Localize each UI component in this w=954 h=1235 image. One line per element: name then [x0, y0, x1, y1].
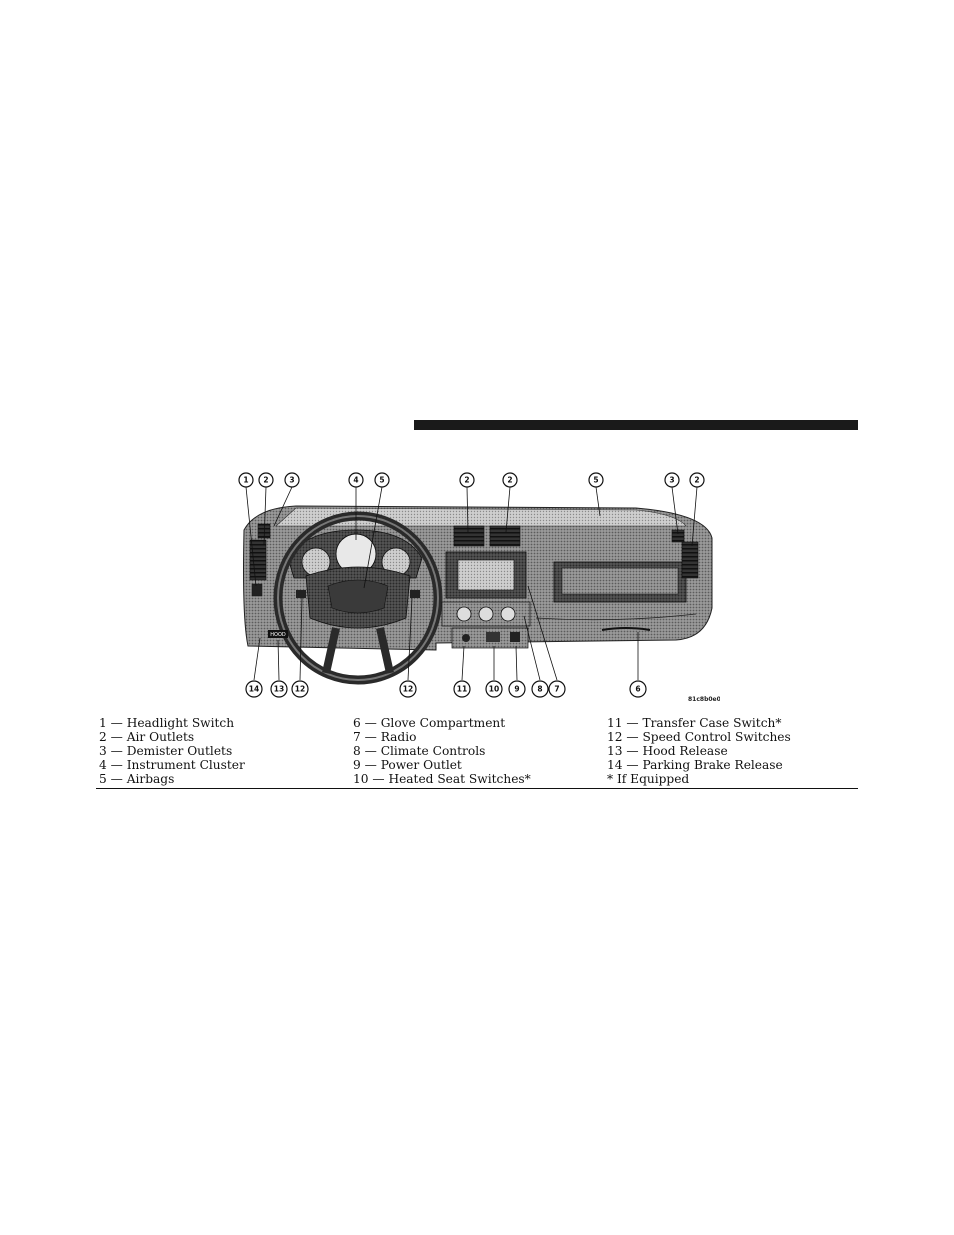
- leader-lines: [245, 486, 698, 681]
- climate-controls: [441, 601, 531, 627]
- legend-item: 14 — Parking Brake Release: [607, 758, 783, 772]
- svg-text:13: 13: [274, 685, 284, 694]
- legend-item: 13 — Hood Release: [607, 744, 728, 758]
- center-air-outlet-right: [489, 525, 521, 547]
- callout-top-3: 3: [284, 472, 300, 488]
- callout-top-6: 2: [459, 472, 475, 488]
- svg-text:2: 2: [464, 476, 469, 485]
- hood-label: HOOD: [270, 632, 286, 638]
- legend-item: 6 — Glove Compartment: [353, 716, 506, 730]
- callout-bottom-7: 9: [508, 680, 526, 698]
- svg-text:3: 3: [289, 476, 294, 485]
- svg-text:14: 14: [249, 685, 259, 694]
- svg-text:9: 9: [514, 685, 519, 694]
- callout-bottom-6: 10: [485, 680, 503, 698]
- svg-text:2: 2: [507, 476, 512, 485]
- callout-bottom-5: 11: [453, 680, 471, 698]
- callout-bottom-8: 8: [531, 680, 549, 698]
- right-air-outlet: [681, 541, 699, 579]
- legend-item: 5 — Airbags: [99, 772, 175, 786]
- legend-column-1: 1 — Headlight Switch 2 — Air Outlets 3 —…: [99, 716, 245, 786]
- svg-text:5: 5: [379, 476, 384, 485]
- svg-text:7: 7: [554, 685, 559, 694]
- legend-item: * If Equipped: [607, 772, 690, 786]
- legend-item: 10 — Heated Seat Switches*: [353, 772, 531, 786]
- svg-text:5: 5: [593, 476, 598, 485]
- hood-release: [268, 630, 288, 638]
- right-demister-outlet: [671, 529, 685, 543]
- radio-unit: [445, 551, 527, 599]
- legend-item: 12 — Speed Control Switches: [607, 730, 791, 744]
- steering-wheel: [273, 511, 443, 685]
- headlight-switch: [251, 583, 263, 597]
- svg-text:6: 6: [635, 685, 640, 694]
- callout-top-8: 5: [588, 472, 604, 488]
- dashboard-illustration: HOOD 1 2 3 4: [236, 468, 720, 708]
- callout-top-5: 5: [374, 472, 390, 488]
- legend-item: 4 — Instrument Cluster: [99, 758, 245, 772]
- figure-code: 81c8b0e0: [688, 696, 720, 703]
- legend-item: 7 — Radio: [353, 730, 417, 744]
- callout-top-9: 3: [664, 472, 680, 488]
- legend-column-3: 11 — Transfer Case Switch* 12 — Speed Co…: [607, 716, 791, 786]
- callout-bottom-3: 12: [291, 680, 309, 698]
- callout-bottom-1: 14: [245, 680, 263, 698]
- callout-bottom-4: 12: [399, 680, 417, 698]
- callout-top-1: 1: [238, 472, 254, 488]
- lower-switch-panel: [451, 627, 529, 649]
- legend-item: 8 — Climate Controls: [353, 744, 486, 758]
- callout-top-10: 2: [689, 472, 705, 488]
- center-air-outlet-left: [453, 525, 485, 547]
- callout-bottom-9: 7: [548, 680, 566, 698]
- legend-item: 1 — Headlight Switch: [99, 716, 235, 730]
- legend-column-2: 6 — Glove Compartment 7 — Radio 8 — Clim…: [353, 716, 531, 786]
- svg-text:2: 2: [263, 476, 268, 485]
- section-header-bar: [414, 420, 858, 430]
- svg-text:3: 3: [669, 476, 674, 485]
- legend-item: 3 — Demister Outlets: [99, 744, 233, 758]
- left-air-outlet: [249, 539, 267, 581]
- callout-top-4: 4: [348, 472, 364, 488]
- svg-text:10: 10: [489, 685, 499, 694]
- callout-legend: 1 — Headlight Switch 2 — Air Outlets 3 —…: [96, 716, 858, 789]
- legend-item: 2 — Air Outlets: [99, 730, 195, 744]
- legend-item: 9 — Power Outlet: [353, 758, 462, 772]
- svg-text:2: 2: [694, 476, 699, 485]
- callout-bottom-2: 13: [270, 680, 288, 698]
- callout-top-2: 2: [258, 472, 274, 488]
- glove-compartment: [553, 561, 687, 631]
- svg-text:11: 11: [457, 685, 467, 694]
- svg-text:8: 8: [537, 685, 542, 694]
- svg-text:12: 12: [295, 685, 305, 694]
- legend-item: 11 — Transfer Case Switch*: [607, 716, 782, 730]
- svg-text:1: 1: [243, 476, 248, 485]
- callout-bottom-10: 6: [629, 680, 647, 698]
- svg-text:12: 12: [403, 685, 413, 694]
- svg-text:4: 4: [353, 476, 358, 485]
- callout-top-7: 2: [502, 472, 518, 488]
